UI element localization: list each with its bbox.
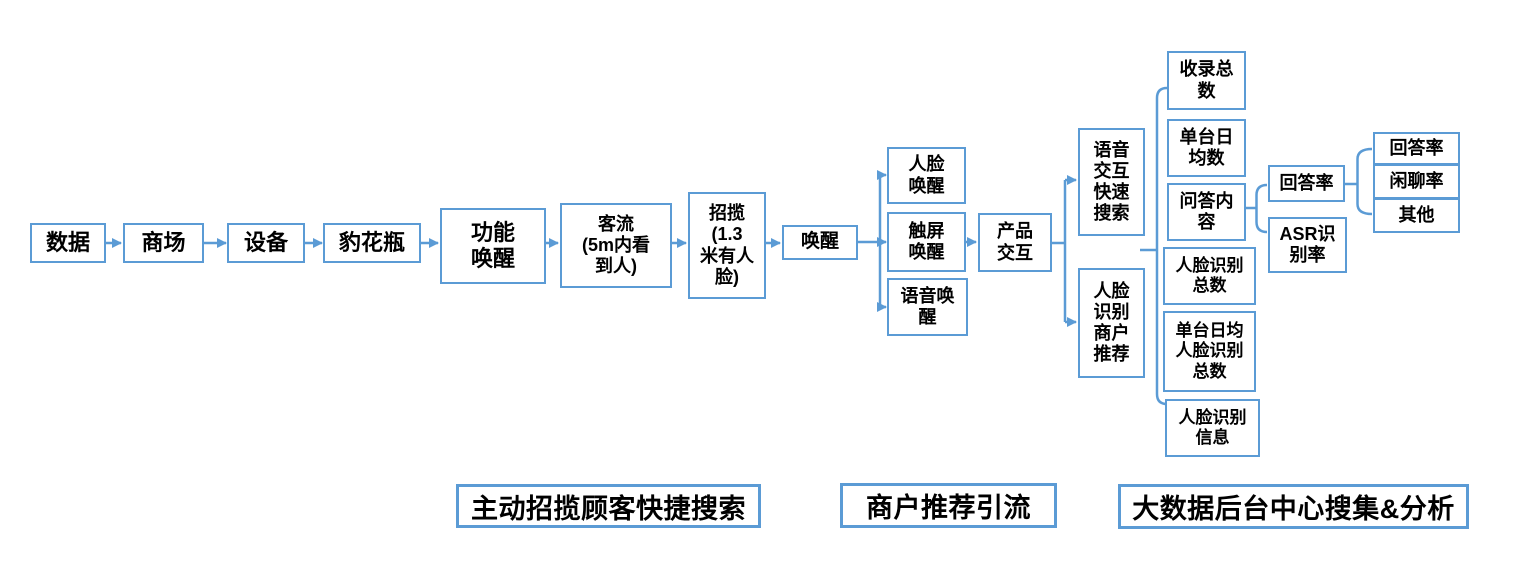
node-function-wake: 功能 唤醒 — [440, 208, 546, 284]
node-product-interaction: 产品 交互 — [978, 213, 1052, 272]
node-total-recorded: 收录总 数 — [1167, 51, 1246, 110]
node-qa-content: 问答内 容 — [1167, 183, 1246, 241]
node-face-merchant-recommendation: 人脸 识别 商户 推荐 — [1078, 268, 1145, 378]
node-voice-wake: 语音唤 醒 — [887, 278, 968, 336]
flow-arrows — [106, 86, 1373, 406]
node-mall: 商场 — [123, 223, 204, 263]
node-data: 数据 — [30, 223, 106, 263]
stage-label-merchant-referral: 商户推荐引流 — [840, 483, 1057, 528]
node-asr-recognition-rate: ASR识 别率 — [1268, 217, 1347, 273]
node-voice-quick-search: 语音 交互 快速 搜索 — [1078, 128, 1145, 236]
qa-bracket — [1255, 183, 1268, 234]
node-leopard-vase: 豹花瓶 — [323, 223, 421, 263]
metrics-bracket — [1155, 86, 1168, 406]
node-touch-wake: 触屏 唤醒 — [887, 212, 966, 272]
node-wake: 唤醒 — [782, 225, 858, 260]
node-attract: 招揽 (1.3 米有人 脸) — [688, 192, 766, 299]
node-per-unit-daily-face-recognition-total: 单台日均 人脸识别 总数 — [1163, 311, 1256, 392]
node-per-unit-daily-average: 单台日 均数 — [1167, 119, 1246, 177]
node-chat-rate: 闲聊率 — [1373, 164, 1460, 199]
node-customer-flow: 客流 (5m内看 到人) — [560, 203, 672, 288]
node-answer-rate-detail: 回答率 — [1373, 132, 1460, 165]
node-other: 其他 — [1373, 198, 1460, 233]
node-answer-rate: 回答率 — [1268, 165, 1345, 202]
node-device: 设备 — [227, 223, 305, 263]
stage-label-active-attract: 主动招揽顾客快捷搜索 — [456, 484, 761, 528]
stage-label-big-data-analysis: 大数据后台中心搜集&分析 — [1118, 484, 1469, 529]
node-face-recognition-info: 人脸识别 信息 — [1165, 399, 1260, 457]
answer-rate-bracket — [1356, 147, 1373, 216]
node-face-recognition-total: 人脸识别 总数 — [1163, 247, 1256, 305]
node-face-wake: 人脸 唤醒 — [887, 147, 966, 204]
